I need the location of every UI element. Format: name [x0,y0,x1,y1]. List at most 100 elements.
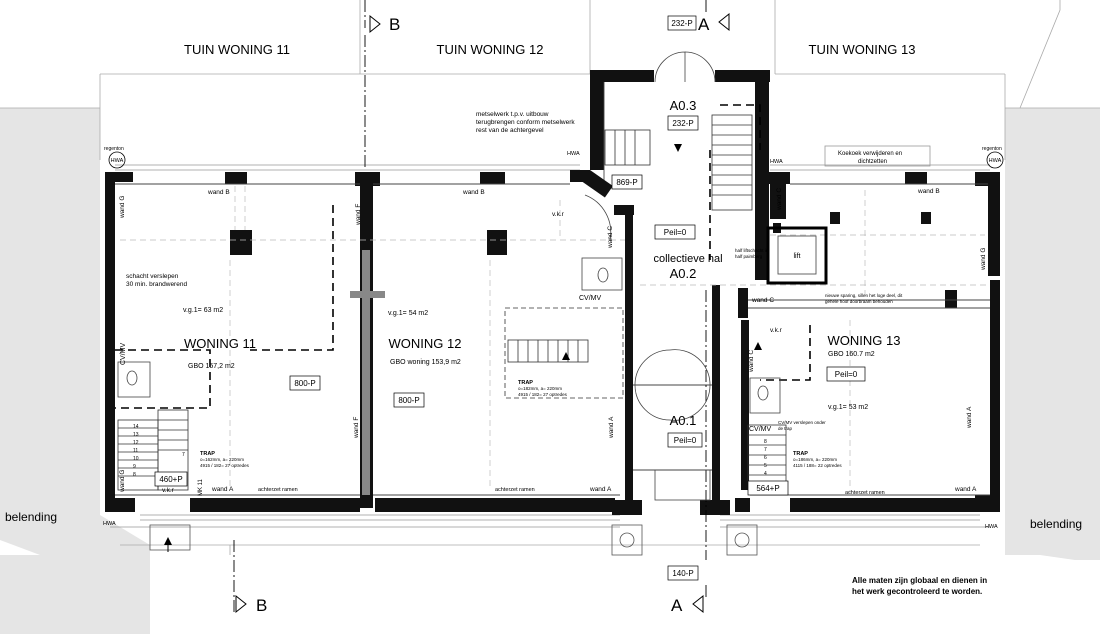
step-number: 8 [133,472,136,478]
wand-a-hall: wand A [608,416,615,439]
lift-label: lift [794,253,801,260]
trap-w12-note-2: 4915 / 182= 27 optredes [518,392,568,397]
room-w12-vg: v.g.1= 54 m2 [388,310,428,317]
regenton-right: regenton [982,146,1002,152]
section-a-arrow-top [718,12,730,32]
lift-note-1: half liftschacht in [735,248,769,253]
section-code-top: 232-P [671,19,692,28]
hwa-center-right: HWA [770,159,783,165]
section-b-arrow-top [369,14,381,34]
achterzet-w11: achterzet ramen [258,487,298,493]
wand-b-w11: wand B [207,189,230,196]
general-note-1: Alle maten zijn globaal en dienen in [852,576,987,585]
section-code-top-box [667,15,697,31]
tag-869-box [611,174,643,190]
section-b-top: B [389,15,400,34]
room-w13: WONING 13 [828,333,901,348]
masonry-note-2: terugbrengen conform metselwerk [476,119,575,126]
step-number: 7 [182,452,185,458]
trap-w11-title: TRAP [200,451,215,457]
lift-note-2: half paimberg [735,254,763,259]
step-number: 6 [764,455,767,461]
cv-note-1: CV/MV verslepen onder [778,420,826,425]
peil-w13-box [826,366,866,382]
room-a03-code: 232-P [672,119,693,128]
achterzet-w12: achterzet ramen [495,487,535,493]
room-a02-title: collectieve hal [653,253,722,265]
rear-facade [110,164,990,528]
grid-lines [120,186,990,495]
direction-arrows [164,144,762,552]
step-numbers-w13: 8 7 6 5 4 [764,439,767,477]
cvmv-hall: CV/MV [579,295,602,302]
masonry-note-1: metselwerk t.p.v. uitbouw [476,111,549,118]
cvmv-w13: CV/MV [749,426,772,433]
drain-pits [149,524,758,556]
lift-shaft [766,226,828,285]
tag-869: 869-P [616,178,637,187]
mk-label: MK 11 [198,478,204,496]
peil-a01: Peil=0 [674,436,697,445]
hwa-left-top: HWA [111,158,124,164]
vkr-w12: v.k.r [552,211,565,218]
garden-label-12: TUIN WONING 12 [437,42,544,57]
koekoek-note-1: Koekoek verwijderen en [838,151,902,157]
tag-800-b: 800-P [398,396,419,405]
trap-w13-note-2: 4115 / 188= 22 optredes [793,463,842,468]
step-number: 13 [133,432,139,438]
wand-a-w13-side: wand A [966,406,973,429]
wand-g-w11-bottom: wand G [119,470,126,493]
step-number: 5 [764,463,767,469]
step-number: 7 [764,447,767,453]
wand-f-w12: wand F [353,417,360,439]
hwa-right-top: HWA [989,158,1002,164]
wand-b-w13: wand B [917,188,940,195]
trap-w13-note-1: o=186mm, a= 220mm [793,457,837,462]
neighbour-label-right: belending [1030,517,1082,531]
wand-c-lift: wand C [776,188,783,211]
step-number: 12 [133,440,139,446]
wand-c-w13-side: wand C [748,350,755,373]
neighbour-right [1005,108,1100,560]
section-a-arrow-bottom [692,594,704,614]
vkr-w11: v.k.r [162,487,175,494]
room-w11-vg: v.g.1= 63 m2 [183,307,223,314]
downpipes [108,151,1004,169]
wand-a-w11: wand A [211,486,234,493]
room-w13-vg: v.g.1= 53 m2 [828,404,868,411]
tag-800-a-box [289,375,321,391]
general-note-2: het werk gecontroleerd te worden. [852,587,982,596]
arrow-up-icon [754,342,762,350]
step-number: 8 [764,439,767,445]
peil-a01-box [667,432,703,448]
wand-a-w12: wand A [589,486,612,493]
walls [105,70,1000,515]
koekoek-box [824,145,931,167]
section-b-arrow-bottom [235,594,247,614]
section-lines [233,0,707,615]
regenton-left: regenton [104,146,124,152]
peil-a02: Peil=0 [664,228,687,237]
room-a01: A0.1 [670,413,697,428]
hwa-right-bottom: HWA [985,524,998,530]
stairs [117,114,787,491]
step-number: 11 [133,448,138,454]
section-a-bottom: A [671,596,683,615]
interior-lines [115,82,990,496]
arrow-up-icon [562,352,570,360]
room-a03: A0.3 [670,98,697,113]
opening-note-2: gehele hoof doorbraam behouden [825,299,893,304]
hwa-center-left: HWA [567,151,580,157]
shaft-note-2: 30 min. brandwerend [126,281,187,288]
shaft-note-1: schacht verslepen [126,273,179,280]
toilets [117,257,781,414]
tag-800-a: 800-P [294,379,315,388]
arrow-up-icon [164,537,172,545]
wand-g-w13: wand G [980,248,987,271]
vkr-w13: v.k.r [770,327,783,334]
koekoek-note-2: dichtzetten [858,159,887,165]
room-w11: WONING 11 [184,336,256,351]
masonry-note-3: rest van de achtergevel [476,127,544,134]
tag-460-box [154,471,188,487]
